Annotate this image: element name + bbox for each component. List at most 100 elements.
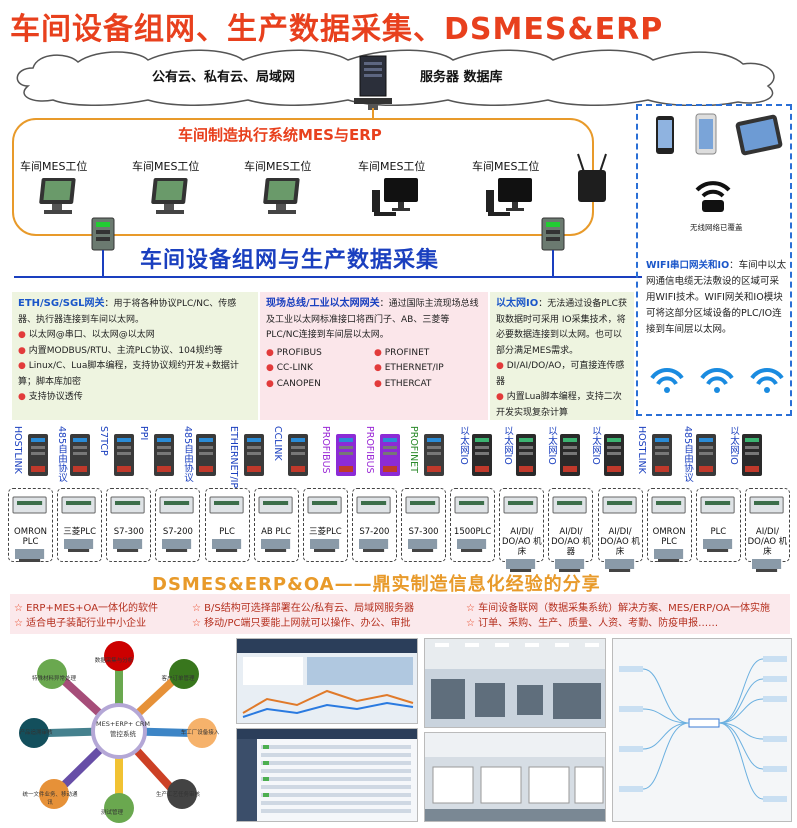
workstation-label: 车间MES工位 (132, 160, 200, 173)
wheel-center-label: MES+ERP+ CRM管控系统 (96, 720, 151, 738)
table-screenshot (236, 728, 418, 822)
wheel-node-label: 生产工艺任务审核 (155, 792, 200, 798)
device-label: PLC (710, 527, 727, 537)
protocol-list: ● PROFIBUS ● PROFINET ● CC-LINK ● ETHERN… (266, 346, 482, 393)
gateway-protocol-label: 485自由协议 (182, 426, 193, 483)
field-device: AI/DI/ DO/AO 机器 (548, 488, 594, 572)
server-icon (354, 55, 392, 110)
share-title: DSMES&ERP&OA——鼎实制造信息化经验的分享 (152, 574, 601, 595)
mes-erp-wheel-diagram (19, 641, 217, 823)
mindmap-screenshot (612, 638, 792, 822)
cloud-networks-label: 公有云、私有云、局域网 (152, 70, 296, 85)
machine-icon (211, 539, 241, 552)
wifi-signal-icon (650, 368, 684, 393)
gateway-protocol-label: S7TCP (98, 426, 109, 456)
plc-device-icon (503, 496, 538, 514)
machine-icon (309, 539, 339, 552)
plc-device-icon (61, 496, 96, 514)
device-label: AI/DI/ DO/AO 机床 (502, 527, 542, 557)
feature-item: ☆ ERP+MES+OA一体化的软件 (14, 603, 159, 614)
panel-head: 以太网IO (496, 298, 539, 309)
gateway-protocol-label: 以太网IO (728, 426, 739, 465)
plc-device-icon (209, 496, 244, 514)
device-label: 三菱PLC (308, 527, 342, 537)
server-link (372, 108, 374, 120)
workstation-computer-icon (372, 178, 418, 216)
device-label: S7-300 (113, 527, 144, 537)
plc-device-icon (749, 496, 784, 514)
list-item: ● 支持协议透传 (18, 392, 83, 402)
machine-icon (506, 559, 536, 572)
gateway-device-icon (154, 434, 174, 476)
gateway-protocol-label: PROFIBUS (364, 426, 375, 474)
gateway-device-icon (114, 434, 134, 476)
workstation-computer-icon (151, 178, 188, 214)
gateway-device-icon (516, 434, 536, 476)
device-label: S7-200 (359, 527, 390, 537)
device-label: 1500PLC (453, 527, 492, 537)
gateway-device-icon (244, 434, 264, 476)
page-title: 车间设备组网、生产数据采集、DSMES&ERP (10, 12, 664, 47)
gateway-protocol-label: HOSTLINK (12, 426, 23, 474)
plc-device-icon (307, 496, 342, 514)
wheel-node-label: 统一文件业务、移动通讯 (22, 792, 78, 806)
bus-extension (634, 276, 642, 278)
field-device: AB PLC (253, 488, 299, 562)
gateway-protocol-label: HOSTLINK (636, 426, 647, 474)
gateway-protocol-label: PPI (138, 426, 149, 441)
panel-intro: ：无法通过设备PLC获取数据时可采用 IO采集技术，将必要数据连接到以太网。也可… (496, 299, 627, 356)
router-icon (577, 153, 607, 202)
plc-device-icon (356, 496, 391, 514)
dashboard-screenshot (236, 638, 418, 724)
machine-icon (457, 539, 487, 552)
machine-icon (751, 559, 782, 572)
list-item: ● PROFINET (374, 347, 430, 358)
list-item: ● ETHERNET/IP (374, 363, 444, 373)
field-device: S7-200 (351, 488, 397, 562)
plc-device-icon (700, 496, 735, 514)
ethernet-switch-icon (91, 217, 115, 251)
panel-intro: ：用于将各种协议PLC/NC、传感器、执行器连接到车间以太网。 (18, 299, 237, 325)
mobile-devices-icon (656, 113, 783, 156)
workstation-label: 车间MES工位 (20, 160, 88, 173)
device-label: S7-300 (408, 527, 439, 537)
wheel-node-label: 产品追溯审核 (19, 730, 53, 736)
gateway-device-icon (652, 434, 672, 476)
workstation-label: 车间MES工位 (358, 160, 426, 173)
gateway-device-icon (288, 434, 308, 476)
gateway-protocol-label: 以太网IO (546, 426, 557, 465)
gateway-device-icon (742, 434, 762, 476)
list-item: ● DI/AI/DO/AO，可直接连传感器 (496, 361, 625, 387)
device-label: 三菱PLC (63, 527, 97, 537)
list-item: ● ETHERCAT (374, 378, 432, 389)
field-device: AI/DI/ DO/AO 机床 (499, 488, 545, 572)
field-device: 1500PLC (450, 488, 496, 562)
gateway-device-icon (70, 434, 90, 476)
wifi-icon (695, 181, 731, 212)
machine-icon (555, 559, 585, 572)
gateway-device-icon (424, 434, 444, 476)
feature-item: ☆ 适合电子装配行业中小企业 (14, 618, 147, 629)
wifi-signal-icons (650, 368, 784, 393)
machine-icon (260, 539, 290, 552)
plc-device-icon (651, 496, 686, 514)
gateway-protocol-label: 以太网IO (502, 426, 513, 465)
gateway-device-icon (560, 434, 580, 476)
list-item: ● PROFIBUS (266, 347, 322, 358)
field-device: S7-300 (401, 488, 447, 562)
wheel-node-label: 车工厂设备接入 (180, 730, 220, 736)
wifi-signal-icon (700, 368, 734, 393)
features-band (10, 594, 790, 634)
field-device: AI/DI/ DO/AO 机床 (744, 488, 790, 572)
network-bus (14, 276, 634, 278)
list-item: ● 以太网@串口、以太网@以太网 (18, 330, 155, 340)
gateway-protocol-label: 485自由协议 (56, 426, 67, 483)
list-item: ● Linux/C、Lua脚本编程，支持协议规约开发+数据计算；脚本库加密 (18, 361, 239, 387)
factory-line-photo (424, 732, 606, 822)
bus-drop (102, 250, 104, 278)
field-device: PLC (204, 488, 250, 562)
feature-item: ☆ B/S结构可选择部署在公/私有云、局域网服务器 (192, 603, 415, 614)
gateway-protocol-label: 以太网IO (458, 426, 469, 465)
gateway-protocol-label: 以太网IO (590, 426, 601, 465)
device-label: OMRON PLC (14, 527, 48, 547)
